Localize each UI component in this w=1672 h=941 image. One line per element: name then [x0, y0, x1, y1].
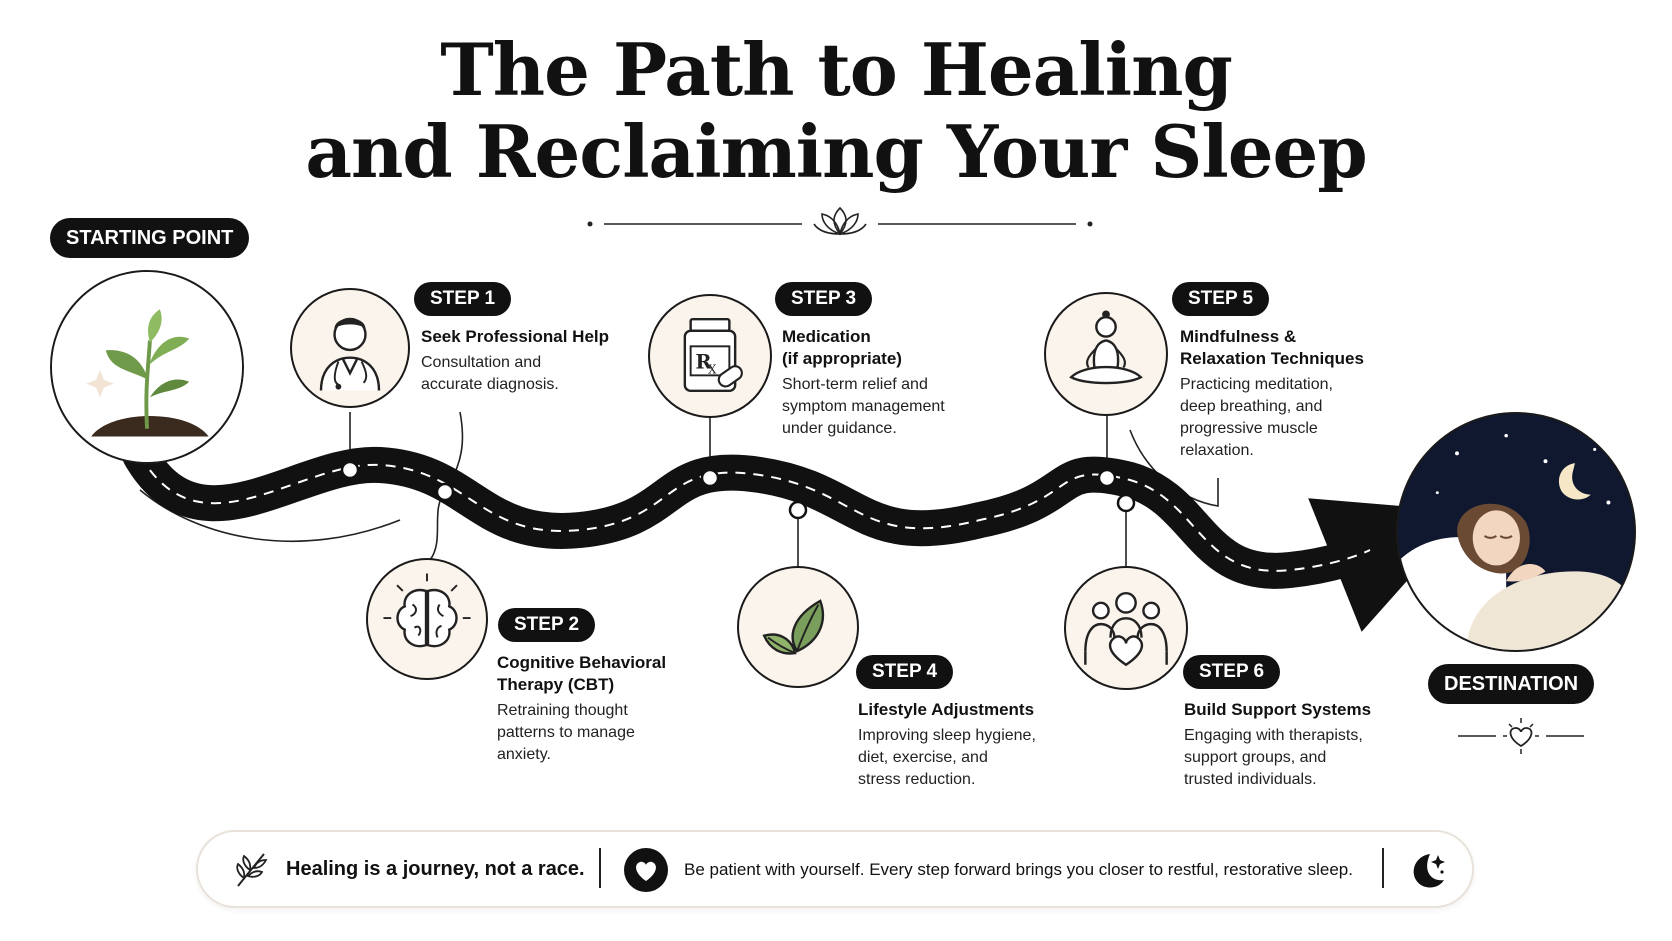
step-1-desc-line: accurate diagnosis. — [421, 376, 559, 393]
svg-text:R: R — [695, 351, 712, 374]
step-5-desc-line: deep breathing, and — [1180, 398, 1323, 415]
starting-point-label: STARTING POINT — [50, 218, 250, 258]
road-path — [122, 437, 1469, 632]
heart-icon — [1509, 727, 1533, 748]
step-6-title: Build Support Systems — [1184, 700, 1372, 719]
step-6-desc-line: support groups, and — [1184, 749, 1327, 766]
step-5-desc-line: relaxation. — [1180, 442, 1254, 459]
step-4-desc-line: Improving sleep hygiene, — [858, 727, 1036, 744]
meditation-icon — [1044, 292, 1168, 416]
step-2-desc: Retraining thought patterns to manage an… — [497, 700, 717, 766]
step-2-title-line: Therapy (CBT) — [497, 675, 615, 694]
step-3-badge: STEP 3 — [775, 282, 873, 316]
footer-message: Be patient with yourself. Every step for… — [684, 860, 1353, 879]
sleeping-person-icon — [1396, 412, 1636, 652]
heart-sun-ornament — [1458, 718, 1584, 754]
step-6-text: Build Support Systems Engaging with ther… — [1184, 699, 1424, 791]
step-3-title: Medication (if appropriate) — [782, 326, 1012, 370]
svg-text:X: X — [708, 362, 717, 376]
medicine-bottle-icon: R X — [648, 294, 772, 418]
step-4-desc: Improving sleep hygiene, diet, exercise,… — [858, 725, 1088, 791]
destination-label: DESTINATION — [1428, 664, 1595, 704]
step-2-badge: STEP 2 — [498, 608, 596, 642]
footer-banner — [196, 830, 1474, 908]
step-3-title-line: (if appropriate) — [782, 349, 902, 368]
step-4-desc-line: stress reduction. — [858, 771, 976, 788]
step-5-desc: Practicing meditation, deep breathing, a… — [1180, 374, 1410, 462]
step-3-desc: Short-term relief and symptom management… — [782, 374, 1012, 440]
lotus-icon — [813, 206, 867, 236]
footer-separator — [599, 848, 601, 888]
footer-motto: Healing is a journey, not a race. — [286, 858, 585, 880]
step-1-desc-line: Consultation and — [421, 354, 542, 371]
step-5-title-line: Mindfulness & — [1180, 327, 1297, 346]
step-4-desc-line: diet, exercise, and — [858, 749, 988, 766]
step-5-text: Mindfulness & Relaxation Techniques Prac… — [1180, 326, 1410, 462]
step-2-text: Cognitive Behavioral Therapy (CBT) Retra… — [497, 652, 717, 766]
step-6-badge: STEP 6 — [1183, 655, 1281, 689]
brain-icon — [366, 558, 488, 680]
step-1-text: Seek Professional Help Consultation and … — [421, 326, 631, 396]
page-title-line-1: The Path to Healing — [440, 27, 1233, 112]
step-2-desc-line: anxiety. — [497, 746, 551, 763]
step-3-desc-line: under guidance. — [782, 420, 897, 437]
step-5-desc-line: Practicing meditation, — [1180, 376, 1333, 393]
step-2-desc-line: patterns to manage — [497, 724, 635, 741]
lotus-divider — [587, 206, 1093, 236]
step-5-title: Mindfulness & Relaxation Techniques — [1180, 326, 1410, 370]
support-group-icon — [1064, 566, 1188, 690]
step-6-desc: Engaging with therapists, support groups… — [1184, 725, 1424, 791]
step-2-title: Cognitive Behavioral Therapy (CBT) — [497, 652, 717, 696]
moon-icon — [1413, 854, 1445, 888]
leaves-icon — [737, 566, 859, 688]
step-6-desc-line: trusted individuals. — [1184, 771, 1317, 788]
step-3-title-line: Medication — [782, 327, 871, 346]
step-3-text: Medication (if appropriate) Short-term r… — [782, 326, 1012, 440]
step-3-desc-line: Short-term relief and — [782, 376, 928, 393]
step-1-desc: Consultation and accurate diagnosis. — [421, 352, 631, 396]
step-4-title: Lifestyle Adjustments — [858, 700, 1035, 719]
step-2-title-line: Cognitive Behavioral — [497, 653, 667, 672]
sprout-icon — [50, 270, 244, 464]
doctor-icon — [290, 288, 410, 408]
heart-badge-icon — [624, 848, 668, 892]
step-1-badge: STEP 1 — [414, 282, 512, 316]
step-5-desc-line: progressive muscle — [1180, 420, 1318, 437]
olive-branch-icon — [236, 853, 268, 887]
page-title-line-2: and Reclaiming Your Sleep — [305, 109, 1367, 194]
step-5-badge: STEP 5 — [1172, 282, 1270, 316]
step-4-badge: STEP 4 — [856, 655, 954, 689]
milestone-markers — [340, 460, 1136, 520]
step-3-desc-line: symptom management — [782, 398, 945, 415]
footer-separator — [1382, 848, 1384, 888]
step-2-desc-line: Retraining thought — [497, 702, 628, 719]
step-6-desc-line: Engaging with therapists, — [1184, 727, 1363, 744]
step-1-title: Seek Professional Help — [421, 327, 610, 346]
step-5-title-line: Relaxation Techniques — [1180, 349, 1364, 368]
step-4-text: Lifestyle Adjustments Improving sleep hy… — [858, 699, 1088, 791]
